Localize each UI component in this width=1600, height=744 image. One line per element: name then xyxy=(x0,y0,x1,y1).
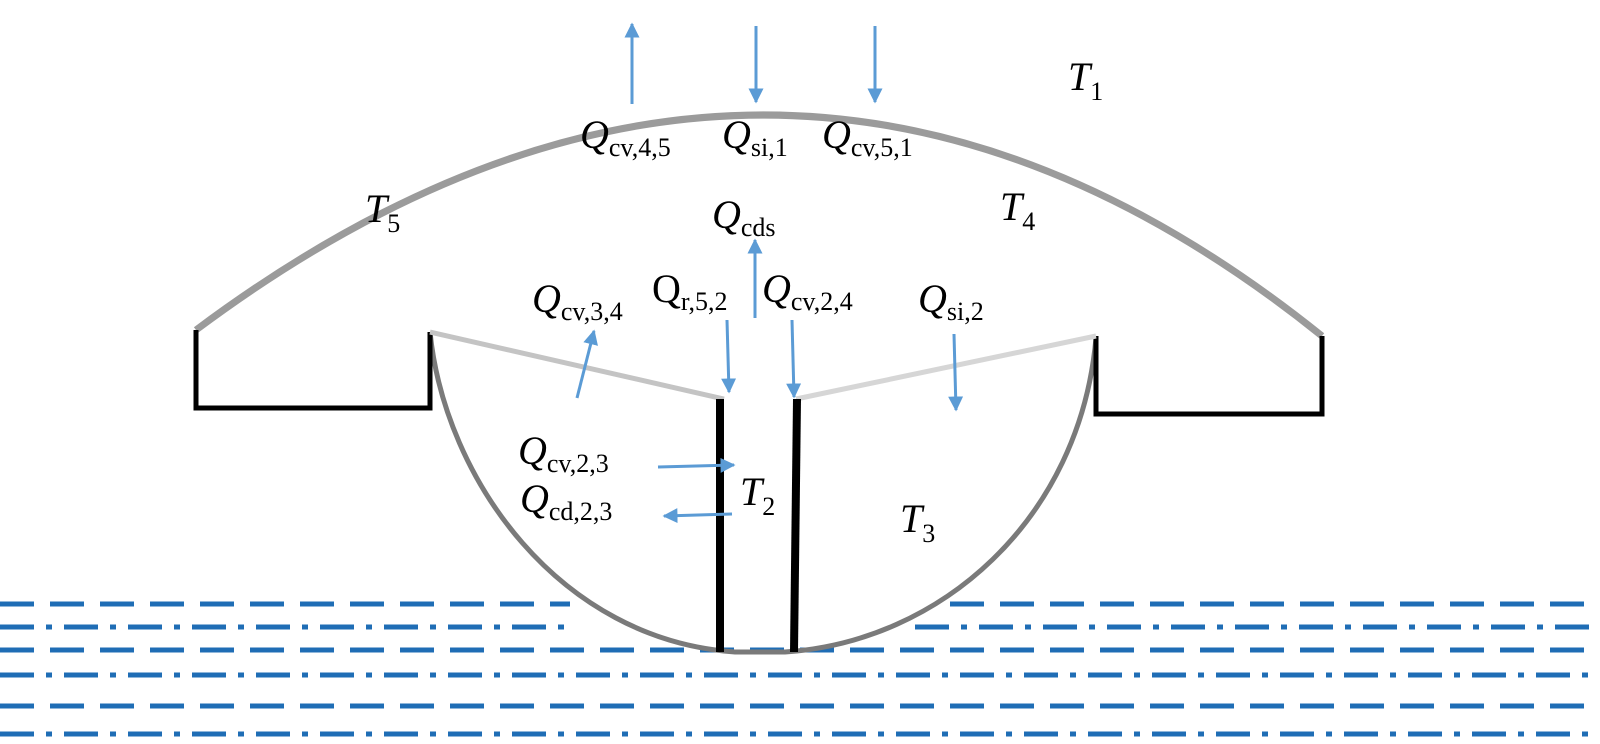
label-qcv24: Qcv,2,4 xyxy=(762,266,853,316)
water-surface xyxy=(0,601,1600,737)
label-t2: T2 xyxy=(740,469,775,521)
label-t4: T4 xyxy=(1000,184,1035,236)
dome-cover xyxy=(193,111,1325,339)
arrow-qcv23-right xyxy=(657,457,736,473)
arrow-qr52-down xyxy=(721,319,737,394)
right-center-wall xyxy=(790,398,801,653)
label-qcv51: Qcv,5,1 xyxy=(822,112,913,162)
label-qcv23: Qcv,2,3 xyxy=(518,428,609,478)
label-qr52: Qr,5,2 xyxy=(652,266,728,316)
label-qsi2: Qsi,2 xyxy=(918,276,984,326)
heat-flux-arrows xyxy=(575,22,964,524)
arrow-qsi2-down xyxy=(948,333,964,412)
label-qcv34: Qcv,3,4 xyxy=(532,276,623,326)
label-qcds: Qcds xyxy=(712,192,776,242)
arrow-qcd23-left xyxy=(662,508,733,524)
arrow-qcv24-down xyxy=(786,319,802,399)
bowl-basin xyxy=(427,331,1099,655)
label-qcv45: Qcv,4,5 xyxy=(580,112,671,162)
label-qsi1: Qsi,1 xyxy=(722,112,788,162)
right-flange xyxy=(1093,336,1325,417)
left-divider-plate xyxy=(429,329,725,402)
arrow-qcv34-up xyxy=(575,329,598,399)
label-t5: T5 xyxy=(365,186,400,238)
right-divider-plate xyxy=(795,333,1097,402)
left-flange xyxy=(193,330,433,411)
label-qcd23: Qcd,2,3 xyxy=(520,476,612,526)
label-t1: T1 xyxy=(1068,54,1103,106)
label-t3: T3 xyxy=(900,496,935,548)
